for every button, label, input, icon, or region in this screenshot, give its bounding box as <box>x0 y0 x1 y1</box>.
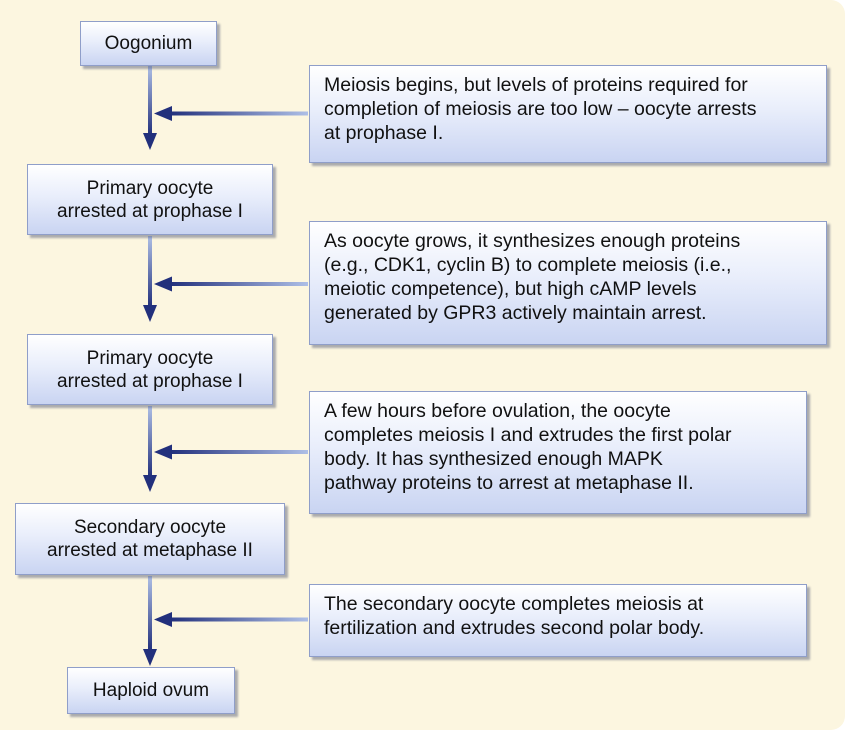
note-arrow-3 <box>154 444 308 460</box>
stage-label: Secondary oocyte arrested at metaphase I… <box>47 517 253 561</box>
flow-arrow-2 <box>143 236 157 322</box>
stage-label: Primary oocyte arrested at prophase I <box>57 177 243 222</box>
stage-label: Haploid ovum <box>92 680 210 701</box>
stage-label: Primary oocyte arrested at prophase I <box>57 347 243 392</box>
note-text: As oocyte grows, it synthesizes enough p… <box>324 230 741 324</box>
note-arrow-1 <box>154 106 308 121</box>
note-meiotic-competence: As oocyte grows, it synthesizes enough p… <box>309 221 827 345</box>
flow-arrow-3 <box>143 406 157 492</box>
note-text: The secondary oocyte completes meiosis a… <box>324 593 705 639</box>
stage-secondary-oocyte: Secondary oocyte arrested at metaphase I… <box>15 503 285 575</box>
stage-haploid-ovum: Haploid ovum <box>67 667 235 714</box>
note-arrow-4 <box>154 612 308 627</box>
stage-primary-oocyte-1: Primary oocyte arrested at prophase I <box>27 164 273 235</box>
note-fertilization: The secondary oocyte completes meiosis a… <box>309 584 807 657</box>
flow-arrow-1 <box>143 66 157 150</box>
note-text: Meiosis begins, but levels of proteins r… <box>324 74 757 144</box>
note-meiosis-begins: Meiosis begins, but levels of proteins r… <box>309 65 827 163</box>
note-arrow-2 <box>154 276 308 292</box>
stage-label: Oogonium <box>104 33 193 54</box>
flow-arrow-4 <box>143 576 157 666</box>
note-text: A few hours before ovulation, the oocyte… <box>324 400 732 494</box>
note-before-ovulation: A few hours before ovulation, the oocyte… <box>309 391 807 514</box>
stage-oogonium: Oogonium <box>80 21 217 66</box>
stage-primary-oocyte-2: Primary oocyte arrested at prophase I <box>27 334 273 405</box>
